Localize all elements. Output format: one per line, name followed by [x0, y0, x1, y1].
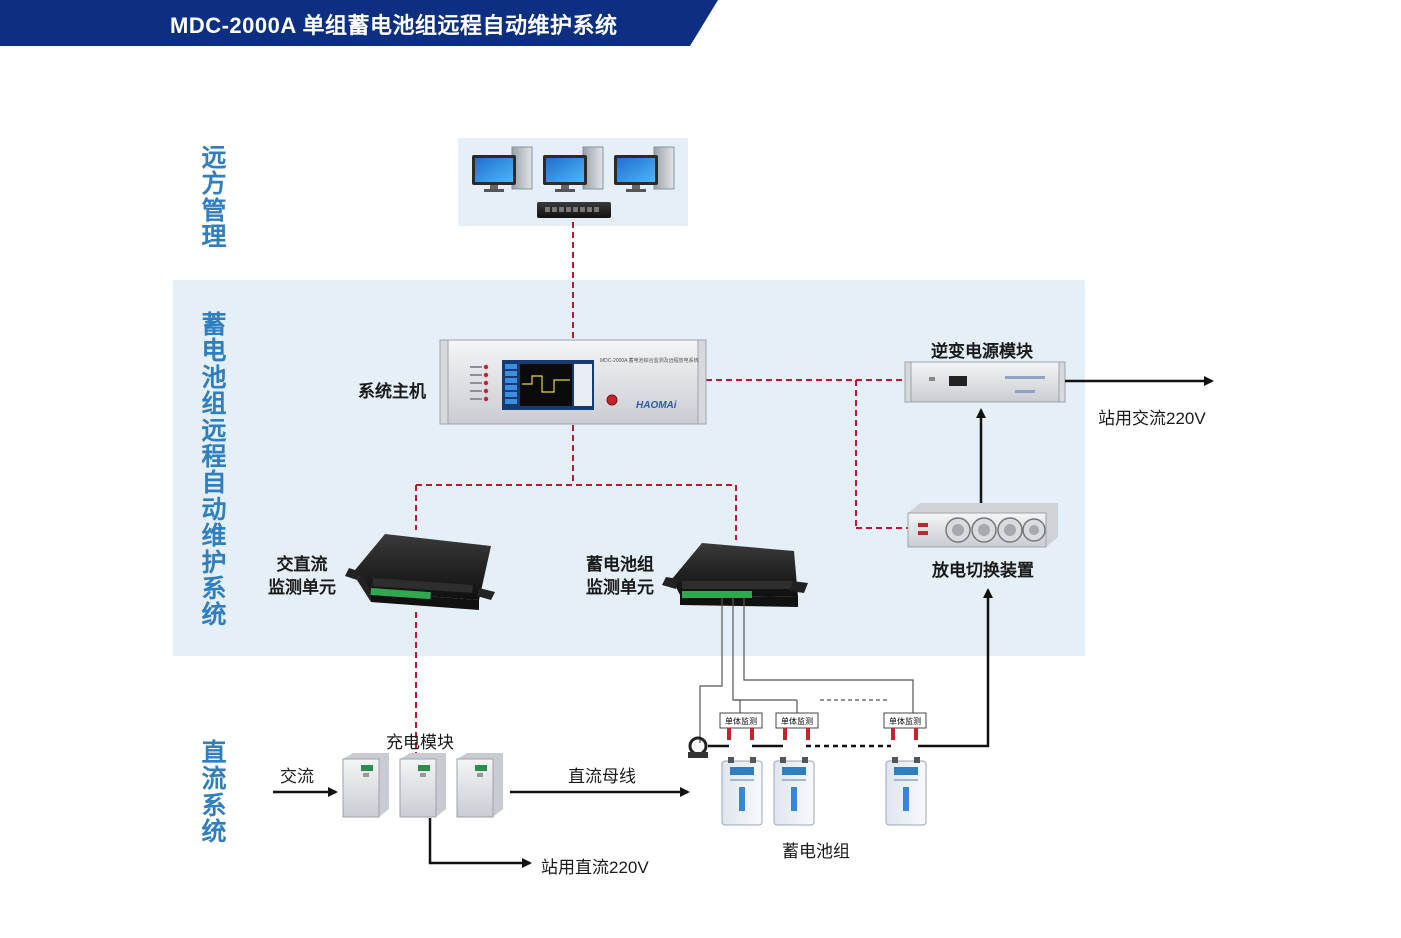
label-station-dc: 站用直流220V	[541, 858, 649, 877]
label-battery-monitor: 蓄电池组监测单元	[586, 553, 654, 599]
network-switch-icon	[537, 202, 611, 218]
label-charger: 充电模块	[386, 733, 454, 752]
sensing-wires	[699, 598, 914, 743]
computer-icon	[472, 146, 533, 192]
discharge-switch-icon	[907, 503, 1058, 548]
host-brand-logo: HAOMAi	[636, 400, 677, 411]
computer-icon	[543, 146, 604, 192]
rack-host-icon: MDC-2000A 蓄电池综合监测及远程放电系统 HAOMAi	[439, 339, 707, 425]
svg-text:单体监测: 单体监测	[725, 716, 757, 726]
cell-monitor-box: 单体监测	[719, 712, 763, 740]
section-label-battery-system: 蓄电池组远程自动维护系统	[201, 311, 227, 630]
battery-cell-icon	[721, 757, 763, 826]
label-battery-bank: 蓄电池组	[782, 842, 850, 861]
battery-cell-icon	[885, 757, 927, 826]
monitor-unit-icon	[345, 534, 495, 610]
label-host: 系统主机	[358, 382, 426, 401]
power-wires	[273, 376, 1214, 868]
charger-module-icon	[456, 753, 503, 818]
monitor-unit-icon	[662, 543, 808, 607]
label-discharge-switch: 放电切换装置	[932, 561, 1034, 580]
cell-monitor-box: 单体监测	[775, 712, 819, 740]
label-acdc-monitor-text: 交直流监测单元	[268, 555, 336, 597]
section-label-remote: 远方管理	[201, 144, 227, 252]
label-inverter: 逆变电源模块	[931, 342, 1033, 361]
banner-shape	[0, 0, 718, 46]
svg-text:单体监测: 单体监测	[781, 716, 813, 726]
computer-icon	[614, 146, 675, 192]
dashed-communication-links	[415, 222, 908, 757]
title-banner: MDC-2000A 单组蓄电池组远程自动维护系统	[0, 0, 720, 46]
inverter-icon	[904, 361, 1066, 403]
svg-text:单体监测: 单体监测	[889, 716, 921, 726]
label-station-ac: 站用交流220V	[1098, 409, 1206, 428]
current-sensor-icon	[688, 736, 708, 758]
label-ac-in: 交流	[280, 767, 314, 786]
charger-module-icon	[399, 753, 446, 818]
section-label-dc-system: 直流系统	[201, 739, 227, 847]
label-dc-bus: 直流母线	[568, 767, 636, 786]
charger-module-icon	[342, 753, 389, 818]
page-title: MDC-2000A 单组蓄电池组远程自动维护系统	[170, 13, 618, 38]
battery-cell-icon	[773, 757, 815, 826]
cell-monitor-box: 单体监测	[883, 712, 927, 740]
host-screen-header: MDC-2000A 蓄电池综合监测及远程放电系统	[600, 357, 699, 364]
label-battery-monitor-text: 蓄电池组监测单元	[586, 555, 654, 597]
label-acdc-monitor: 交直流监测单元	[268, 553, 336, 599]
